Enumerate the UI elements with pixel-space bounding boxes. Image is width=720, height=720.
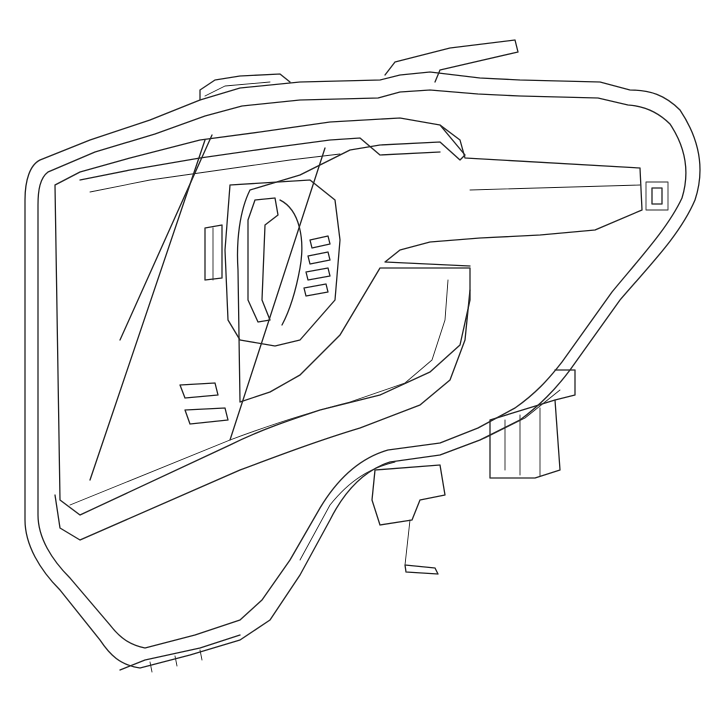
lens-highlight-line-3: [229, 147, 326, 441]
bracket-right-block: [489, 399, 561, 479]
bracket-left-upper: [184, 407, 229, 425]
cooling-fin-1: [309, 235, 331, 249]
bottom-lip-ridges: [149, 649, 203, 673]
lower-mounting-brackets: [179, 369, 576, 575]
mount-tab-left: [199, 73, 291, 101]
cooling-fin-3: [305, 267, 331, 281]
trim-slot-frame: [645, 181, 669, 211]
cooling-fin-2: [307, 251, 331, 265]
bottom-connector-pin: [404, 564, 439, 575]
top-mount-tabs: [199, 39, 519, 101]
bottom-edge-details: [119, 634, 241, 673]
bracket-right-tab: [554, 369, 576, 401]
lens-top-rim: [79, 137, 441, 181]
upper-trim-outline: [384, 124, 643, 267]
lens-top-rim-inner: [89, 153, 341, 193]
bottom-lip: [119, 634, 241, 671]
projector-side-box: [204, 224, 223, 281]
upper-trim-bar: [384, 124, 669, 267]
projector-body: [224, 179, 341, 347]
projector-lens-bracket: [247, 197, 279, 323]
bottom-connector-lead: [404, 519, 411, 566]
outer-housing: [24, 71, 701, 669]
housing-outer-outline: [24, 71, 701, 669]
inner-flange-line: [299, 389, 561, 561]
lens-highlight-line-1: [119, 134, 213, 341]
drl-strip-inner: [69, 279, 449, 506]
bracket-left-lower: [179, 382, 219, 399]
bottom-connector-body: [371, 464, 446, 526]
lens-panel: [54, 117, 471, 516]
lens-highlight-line-2: [89, 139, 206, 481]
lower-drl-strip: [54, 279, 471, 541]
housing-inner-outline: [37, 89, 687, 649]
mount-tab-right: [384, 39, 519, 83]
mount-tab-left-inner: [204, 81, 271, 97]
lens-outline: [54, 117, 471, 516]
drl-strip-outer: [54, 289, 471, 541]
upper-trim-line: [469, 184, 641, 191]
cooling-fin-4: [303, 283, 329, 297]
flange-contour: [299, 389, 561, 561]
trim-slot: [651, 187, 663, 205]
projector-module: [204, 179, 341, 347]
projector-lens-ring: [279, 199, 303, 326]
